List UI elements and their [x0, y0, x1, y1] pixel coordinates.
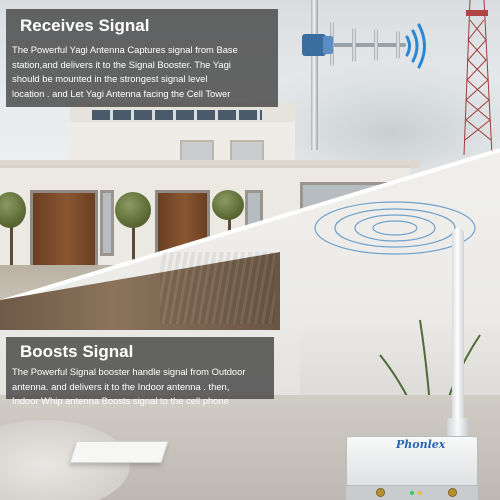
boosts-signal-panel: Boosts Signal The Powerful Signal booste…	[6, 337, 274, 406]
book	[69, 441, 169, 463]
coax-port	[448, 488, 457, 497]
boosts-signal-title: Boosts Signal	[20, 342, 134, 361]
description-line: should be mounted in the strongest signa…	[12, 73, 208, 85]
booster-brand: Phonlex	[396, 438, 446, 451]
yagi-clamp	[302, 34, 326, 56]
receives-signal-description: The Powerful Yagi Antenna Captures signa…	[12, 43, 278, 101]
antenna-mast	[311, 0, 318, 150]
yagi-element	[396, 31, 400, 59]
tree-trunk	[132, 215, 135, 265]
topiary-tree	[115, 192, 151, 228]
cell-tower-icon	[463, 0, 493, 156]
topiary-tree	[0, 192, 26, 228]
yagi-element	[352, 28, 356, 62]
description-line: station,and delivers it to the Signal Bo…	[12, 58, 231, 70]
status-led	[418, 491, 422, 495]
house-door	[30, 190, 98, 268]
description-line: antenna. and delivers it to the Indoor a…	[12, 380, 230, 392]
tree-trunk	[228, 210, 231, 250]
solar-panels	[92, 110, 262, 120]
yagi-element	[374, 29, 378, 61]
description-line: location . and Let Yagi Antenna facing t…	[12, 87, 231, 99]
cabinet-door	[160, 252, 275, 324]
tree-trunk	[10, 215, 13, 275]
yagi-boom	[306, 43, 406, 47]
topiary-tree	[212, 190, 244, 220]
description-line: Indoor Whip antenna Boosts signal to the…	[12, 395, 229, 407]
receives-signal-title: Receives Signal	[20, 16, 150, 35]
receives-signal-panel: Receives Signal The Powerful Yagi Antenn…	[6, 9, 278, 107]
signal-waves-icon	[405, 23, 426, 69]
whip-antenna	[452, 228, 464, 436]
status-led	[410, 491, 414, 495]
coax-port	[376, 488, 385, 497]
description-line: The Powerful Signal booster handle signa…	[12, 366, 246, 377]
house-window	[100, 190, 114, 256]
description-line: The Powerful Yagi Antenna Captures signa…	[12, 44, 238, 55]
yagi-connector	[323, 36, 333, 54]
boosts-signal-description: The Powerful Signal booster handle signa…	[12, 365, 274, 409]
eave	[0, 160, 420, 168]
signal-booster	[346, 436, 478, 486]
